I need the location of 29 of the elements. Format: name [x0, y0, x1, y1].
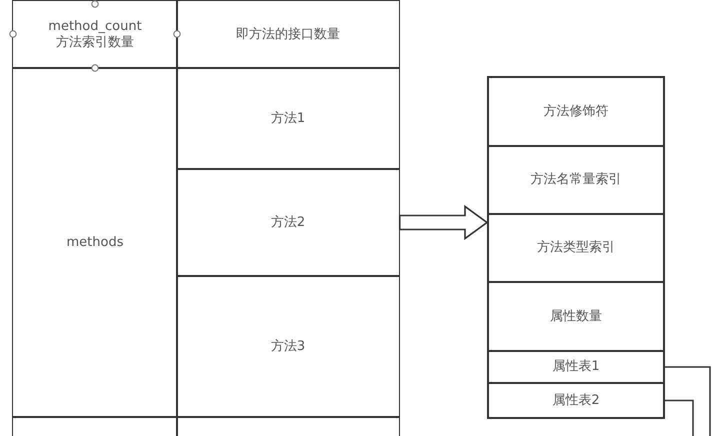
cell-text: 方法3 [270, 338, 306, 354]
cell-text: 方法类型索引 [537, 240, 615, 256]
cell-text: methods [66, 234, 124, 250]
table-cell [176, 168, 400, 277]
table-cell [487, 350, 665, 384]
table-cell [12, 0, 178, 69]
table-cell [176, 67, 400, 170]
connector-line [664, 400, 694, 436]
hollow-arrow [398, 204, 488, 240]
connector-line [664, 366, 711, 436]
table-cell [12, 67, 178, 418]
cell-text: 属性表1 [552, 359, 600, 375]
table-cell [176, 0, 400, 69]
cell-text: 属性表2 [552, 392, 600, 408]
table-cell [176, 275, 400, 418]
cell-text: 方法名常量索引 [530, 172, 622, 188]
cell-text: 方法索引数量 [56, 34, 134, 50]
stacked-table [487, 76, 665, 419]
cell-text: 方法2 [270, 214, 306, 230]
table-cell [487, 213, 665, 283]
cell-text: 即方法的接口数量 [236, 26, 340, 42]
cell-text: method_count [48, 18, 142, 34]
cell-text: 方法1 [270, 110, 306, 126]
cell-text: 属性数量 [550, 308, 602, 324]
table-cell [487, 145, 665, 215]
cell-text: 方法修饰符 [544, 104, 608, 120]
table-cell [12, 416, 178, 436]
table-cell [487, 281, 665, 352]
table-cell [176, 416, 400, 436]
